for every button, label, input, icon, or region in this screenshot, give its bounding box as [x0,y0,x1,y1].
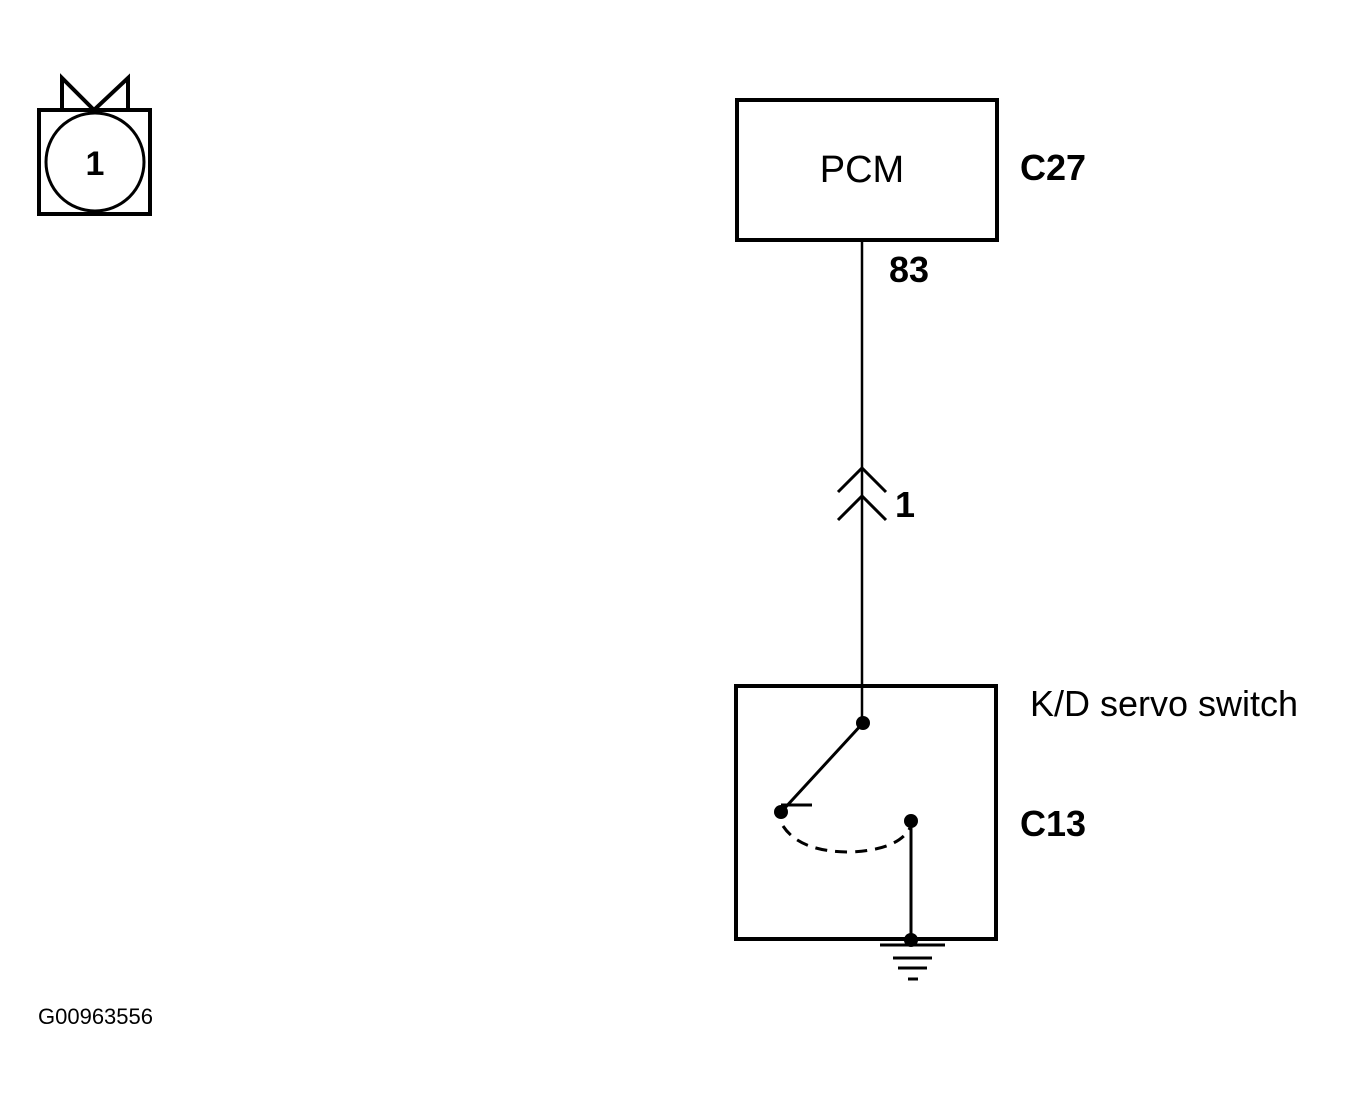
switch-connector-label: C13 [1020,803,1086,844]
pcm-box [735,98,999,242]
connector-face-icon: 1 [37,73,152,216]
inline-connector: 1 [836,465,915,525]
figure-id: G00963556 [38,1004,153,1029]
connector-icon-number: 1 [86,145,105,183]
inline-connector-chevron-bottom [836,493,888,522]
switch-travel-arc [781,825,912,854]
connector-latch-icon [60,73,130,113]
pcm-module: PCM C27 83 [735,98,1086,290]
switch-arm-tip [774,805,788,819]
ground-icon [880,943,945,981]
connector-pin-circle [44,111,146,213]
pcm-pin-label: 83 [889,249,929,290]
inline-connector-chevron-top [836,465,888,494]
kd-servo-switch: K/D servo switch C13 [734,683,1298,947]
pcm-label: PCM [820,149,904,191]
switch-label: K/D servo switch [1030,683,1298,724]
pcm-connector-label: C27 [1020,147,1086,188]
inline-connector-pin-label: 1 [895,484,915,525]
switch-arm [781,721,865,812]
switch-box [734,684,998,941]
